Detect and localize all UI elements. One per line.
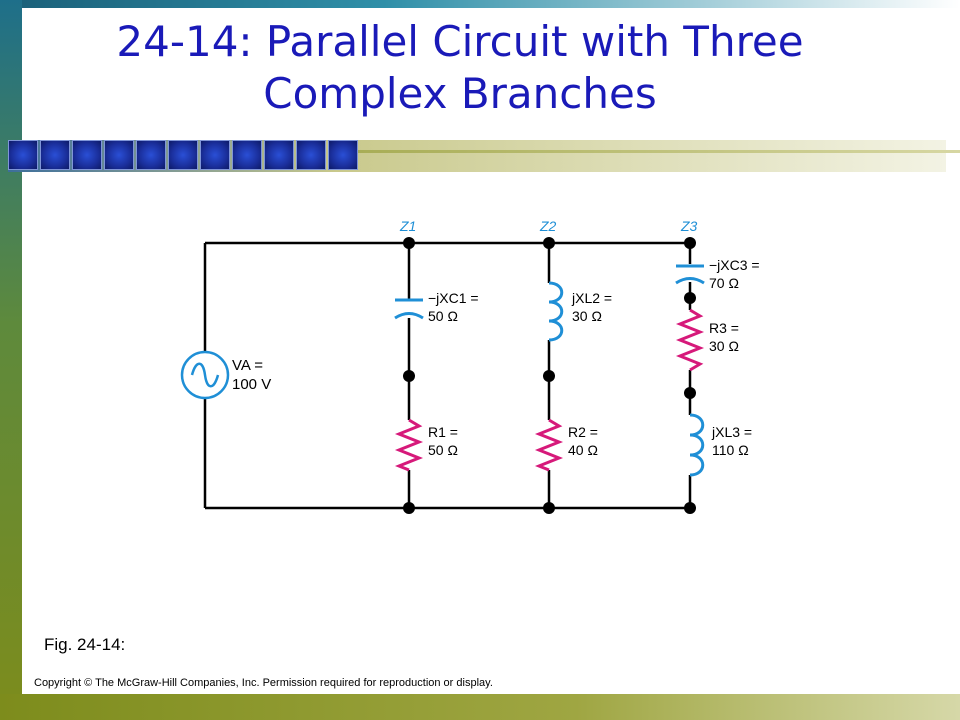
junction-dot <box>543 237 555 249</box>
slide-title: 24-14: Parallel Circuit with Three Compl… <box>40 16 880 120</box>
frame-left-border <box>0 0 22 720</box>
frame-bottom-border <box>0 694 960 720</box>
decor-square <box>232 140 262 170</box>
copyright-notice: Copyright © The McGraw-Hill Companies, I… <box>34 677 493 689</box>
decor-square <box>136 140 166 170</box>
r2-label: R2 = <box>568 424 598 440</box>
resistor-r2 <box>534 418 564 472</box>
title-decor-line <box>330 150 960 153</box>
xl3-label: jXL3 = <box>711 424 752 440</box>
capacitor-c3 <box>675 264 705 285</box>
r1-value: 50 Ω <box>428 442 458 458</box>
decor-square <box>104 140 134 170</box>
decor-square <box>8 140 38 170</box>
junction-dot <box>684 292 696 304</box>
decor-square <box>264 140 294 170</box>
junction-dot <box>684 237 696 249</box>
figure-label: Fig. 24-14: <box>44 635 126 654</box>
r3-label: R3 = <box>709 320 739 336</box>
branch-label-z2: Z2 <box>539 218 557 234</box>
slide-canvas <box>22 8 960 694</box>
junction-dot <box>543 502 555 514</box>
title-line-2: Complex Branches <box>263 69 657 118</box>
xl2-value: 30 Ω <box>572 308 602 324</box>
junction-dots <box>403 237 696 514</box>
ac-source-symbol <box>180 350 230 400</box>
junction-dot <box>403 370 415 382</box>
wires <box>203 241 692 510</box>
source-name: VA = <box>232 357 263 374</box>
capacitor-c1 <box>394 298 424 320</box>
branch-label-z1: Z1 <box>399 218 416 234</box>
frame-top-border <box>0 0 960 8</box>
xl2-label: jXL2 = <box>571 290 612 306</box>
resistor-r1 <box>394 418 424 472</box>
xc1-value: 50 Ω <box>428 308 458 324</box>
xl3-value: 110 Ω <box>712 442 749 458</box>
xc1-label: −jXC1 = <box>428 290 479 306</box>
decor-square <box>168 140 198 170</box>
junction-dot <box>543 370 555 382</box>
junction-dot <box>403 237 415 249</box>
inductor-l2 <box>548 281 564 342</box>
junction-dot <box>684 387 696 399</box>
inductor-l3 <box>689 413 705 477</box>
branch-label-z3: Z3 <box>680 218 698 234</box>
decor-square <box>200 140 230 170</box>
r1-label: R1 = <box>428 424 458 440</box>
r3-value: 30 Ω <box>709 338 739 354</box>
decor-squares <box>8 140 360 170</box>
resistor-r3 <box>675 308 705 372</box>
title-line-1: 24-14: Parallel Circuit with Three <box>116 17 804 66</box>
decor-square <box>296 140 326 170</box>
decor-square <box>328 140 358 170</box>
xc3-label: −jXC3 = <box>709 257 760 273</box>
source-value: 100 V <box>232 376 271 393</box>
xc3-value: 70 Ω <box>709 275 739 291</box>
decor-square <box>72 140 102 170</box>
decor-square <box>40 140 70 170</box>
junction-dot <box>684 502 696 514</box>
junction-dot <box>403 502 415 514</box>
r2-value: 40 Ω <box>568 442 598 458</box>
